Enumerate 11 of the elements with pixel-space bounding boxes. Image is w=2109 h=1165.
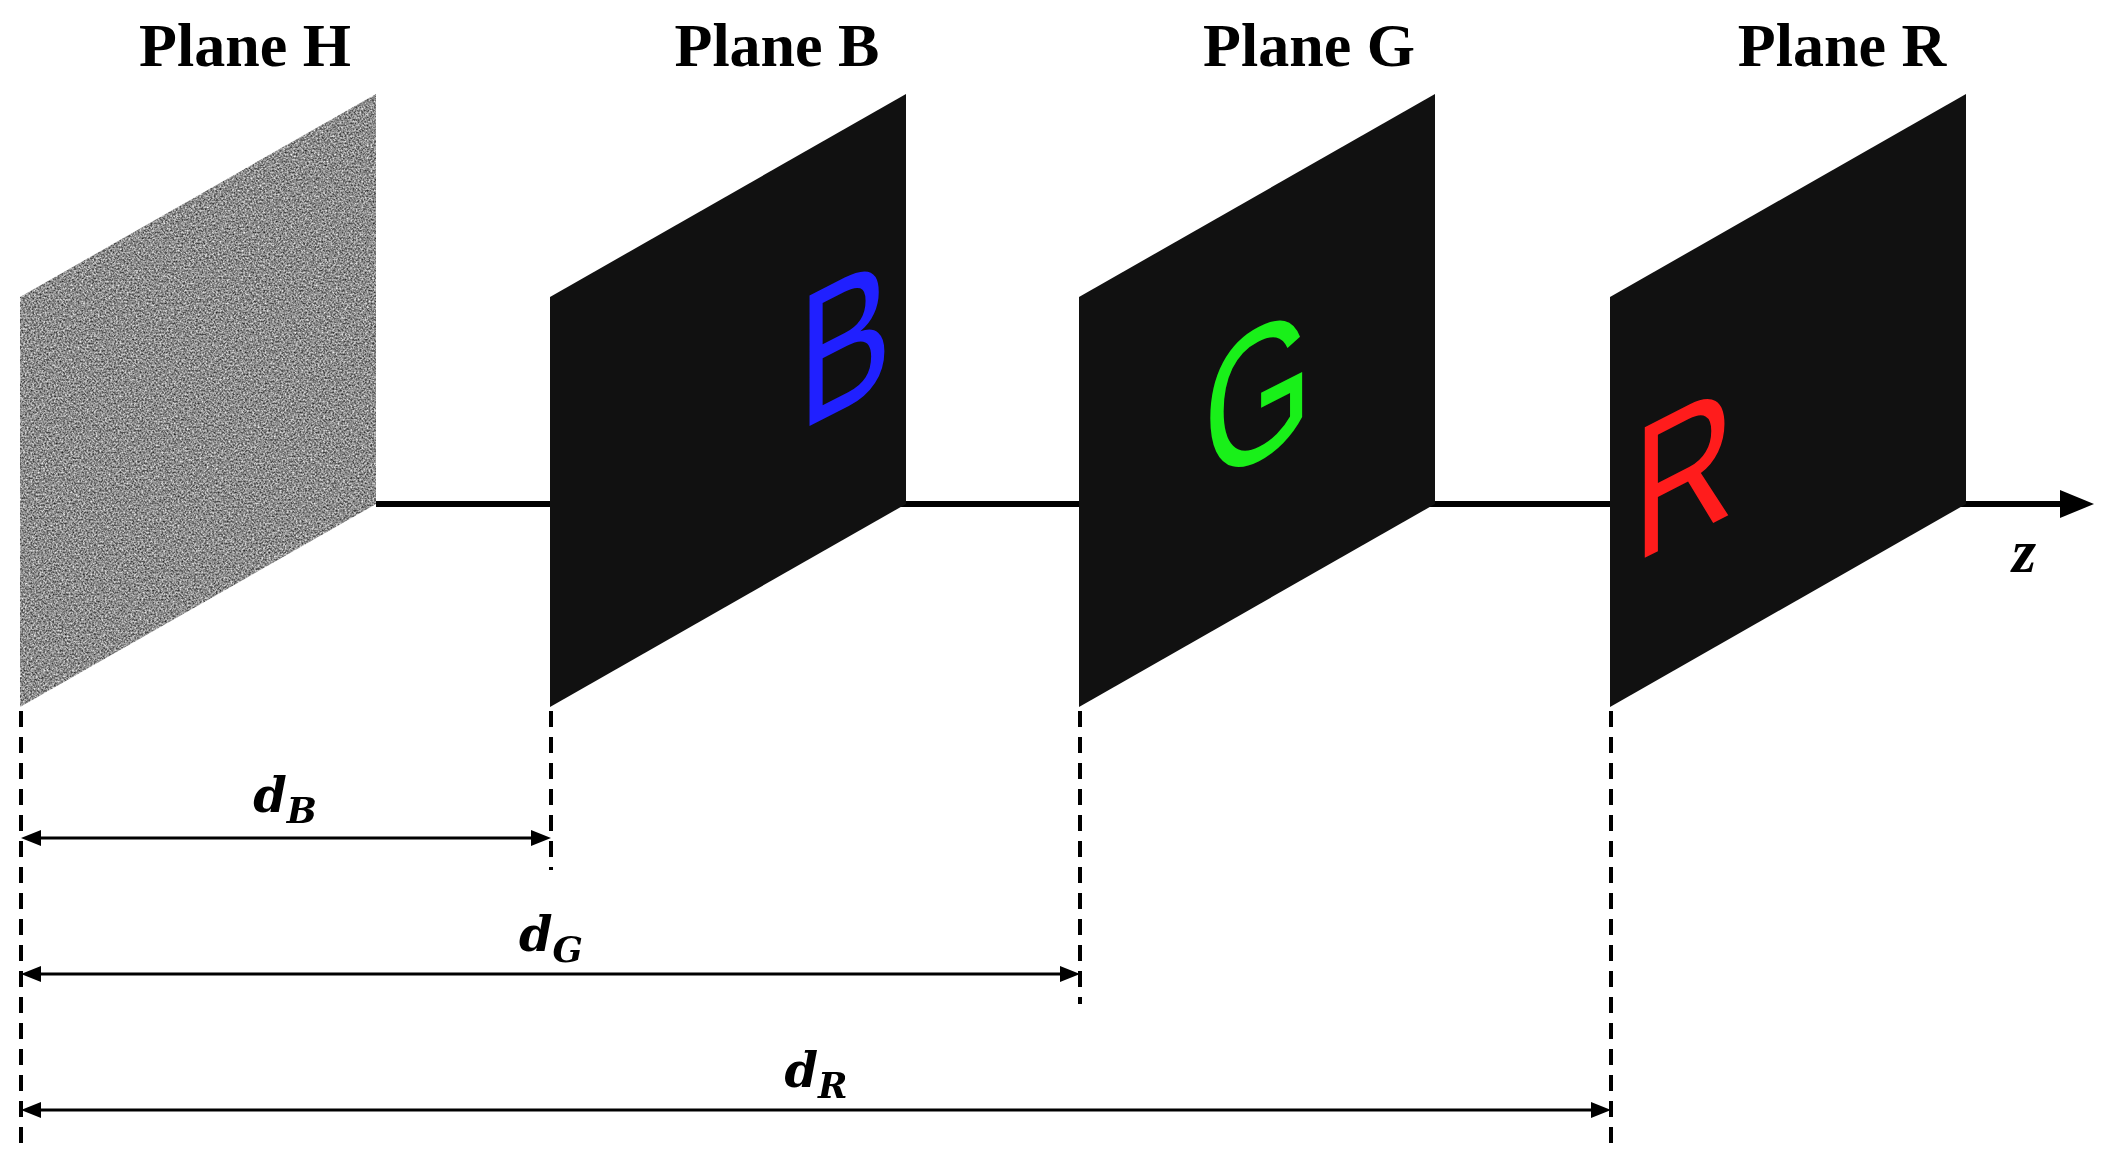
plane-title: Plane R — [1737, 18, 1947, 74]
distance-label: d$_{R}$ — [784, 1041, 848, 1105]
distance-label: d$_{G}$ — [519, 905, 583, 969]
plane-letter: G — [1203, 290, 1313, 498]
plane-letter: R — [1633, 370, 1735, 574]
axis-label: z — [2011, 530, 2037, 574]
plane-title: Plane B — [674, 18, 880, 74]
plane-title: Plane G — [1203, 18, 1415, 74]
distance-label: d$_{B}$ — [253, 766, 317, 830]
plane-title: Plane H — [139, 18, 351, 74]
plane-letter: B — [798, 242, 892, 442]
